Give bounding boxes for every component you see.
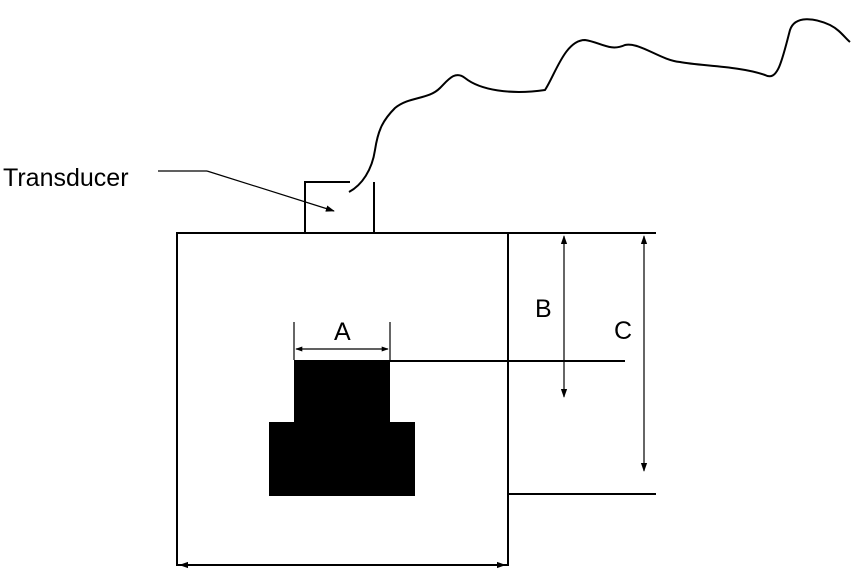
dimension-b-label: B [535, 295, 552, 323]
reflector-lower-step [269, 422, 415, 496]
transducer-leader-arrow [206, 170, 335, 212]
transducer-label: Transducer [3, 164, 129, 192]
transducer-housing [304, 181, 375, 233]
reflector-upper-step [294, 360, 390, 424]
dimension-c-label: C [614, 317, 632, 345]
dimension-a-label: A [334, 318, 351, 346]
transducer-cable [348, 18, 851, 193]
